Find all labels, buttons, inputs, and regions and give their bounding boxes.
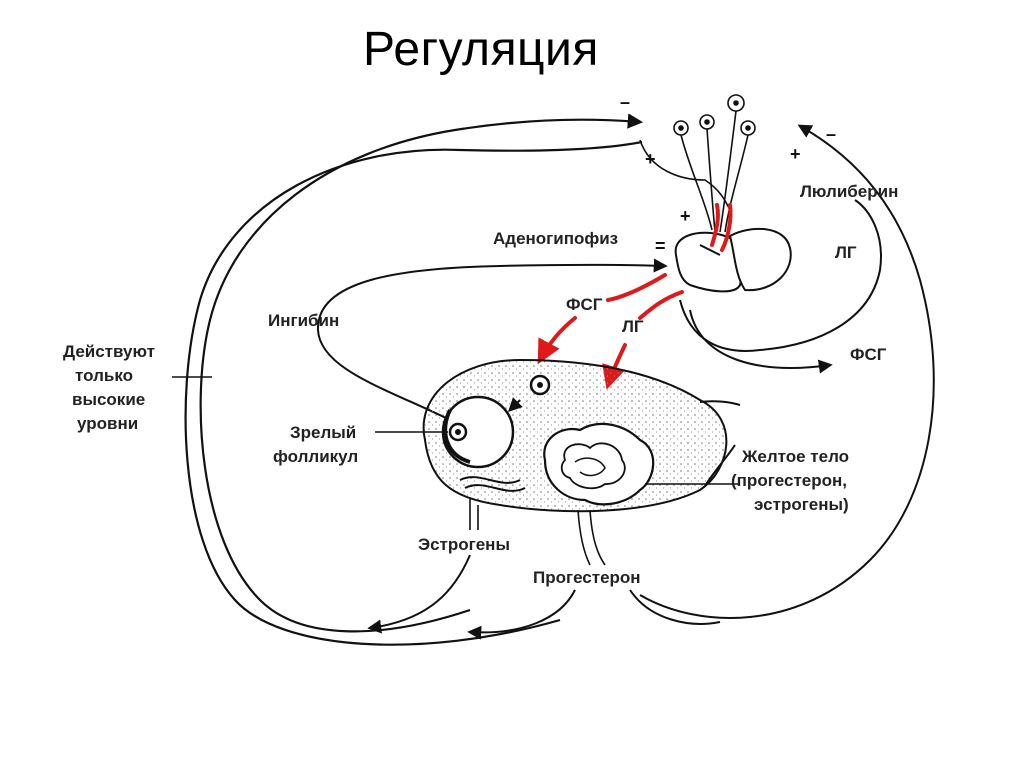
outer-feedback-loop (184, 113, 644, 646)
red-hormone-arrows (537, 203, 733, 390)
label-fsh-center: ФСГ (566, 295, 603, 314)
label-corpus-luteum-3: эстрогены) (754, 495, 849, 514)
label-high-levels-3: высокие (72, 390, 145, 409)
adenohypophysis-shape (674, 231, 744, 293)
page-title: Регуляция (363, 23, 599, 76)
label-mature-follicle-2: фолликул (273, 447, 358, 466)
label-corpus-luteum-1: Желтое тело (741, 447, 849, 466)
label-pointers (172, 376, 740, 566)
neuron-icon (673, 120, 689, 136)
label-high-levels-2: только (75, 366, 133, 385)
label-progesterone: Прогестерон (533, 568, 641, 587)
label-corpus-luteum-2: (прогестерон, (731, 471, 847, 490)
hypothalamus-neurons (639, 94, 756, 233)
mature-follicle (441, 395, 515, 469)
label-fsh-right: ФСГ (850, 345, 887, 364)
neuron-icon (740, 120, 756, 136)
minus-sign-adeno: = (655, 236, 666, 256)
neurohypophysis-shape (728, 227, 792, 292)
right-lh-loop (639, 124, 935, 619)
label-high-levels-1: Действуют (63, 342, 155, 361)
inhibin-arrow (316, 258, 668, 421)
label-high-levels-4: уровни (77, 414, 138, 433)
neuron-icon (699, 114, 715, 130)
pituitary (674, 227, 792, 293)
neuron-icon (727, 94, 745, 112)
label-estrogens: Эстрогены (418, 535, 510, 554)
lower-arrows (367, 554, 721, 640)
label-mature-follicle-1: Зрелый (290, 423, 356, 442)
ovary (422, 358, 741, 513)
plus-sign-mid: + (680, 206, 691, 226)
small-follicle (529, 374, 551, 396)
minus-sign-right: – (826, 124, 836, 144)
label-luliberin: Люлиберин (800, 182, 898, 201)
label-inhibin: Ингибин (268, 311, 339, 330)
label-lh-right: ЛГ (835, 243, 857, 262)
minus-sign-top: – (620, 92, 630, 112)
corpus-luteum (543, 422, 655, 506)
plus-sign-right: + (790, 144, 801, 164)
label-adenohypophysis: Аденогипофиз (493, 229, 618, 248)
label-lh-center: ЛГ (622, 317, 644, 336)
plus-sign-top: + (645, 149, 656, 169)
